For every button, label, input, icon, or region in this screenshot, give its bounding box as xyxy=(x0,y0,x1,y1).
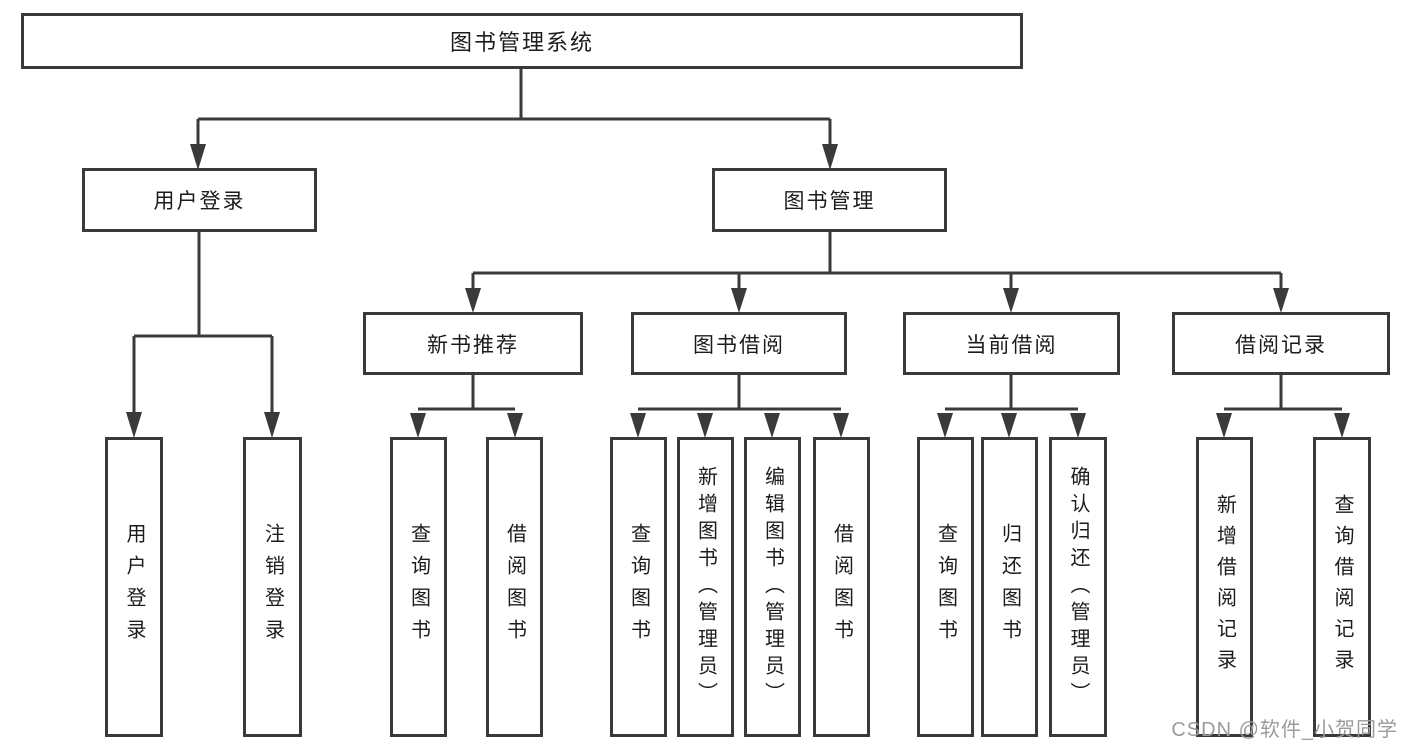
leaf-label: 确认归还（管理员） xyxy=(1067,465,1089,709)
leaf-add-book-admin: 新增图书（管理员） xyxy=(677,437,734,737)
leaf-edit-book-admin: 编辑图书（管理员） xyxy=(744,437,801,737)
leaf-logout: 注销登录 xyxy=(243,437,302,737)
leaf-return-book: 归还图书 xyxy=(981,437,1038,737)
leaf-add-borrow-record: 新增借阅记录 xyxy=(1196,437,1253,737)
leaf-label: 注销登录 xyxy=(261,523,284,651)
leaf-label: 查询图书 xyxy=(407,523,430,651)
leaf-query-books-current: 查询图书 xyxy=(917,437,974,737)
leaf-label: 查询图书 xyxy=(934,523,957,651)
leaf-user-login: 用户登录 xyxy=(105,437,163,737)
leaf-query-borrow-record: 查询借阅记录 xyxy=(1313,437,1371,737)
node-borrow-records: 借阅记录 xyxy=(1172,312,1390,375)
leaf-label: 归还图书 xyxy=(998,523,1021,651)
node-user-login: 用户登录 xyxy=(82,168,317,232)
leaf-label: 编辑图书（管理员） xyxy=(761,465,784,709)
leaf-label: 借阅图书 xyxy=(503,523,526,651)
node-book-borrow: 图书借阅 xyxy=(631,312,847,375)
leaf-borrow-books: 借阅图书 xyxy=(813,437,870,737)
leaf-label: 新增图书（管理员） xyxy=(694,465,717,709)
leaf-query-books-recommend: 查询图书 xyxy=(390,437,447,737)
leaf-label: 查询图书 xyxy=(627,523,650,651)
leaf-query-books-borrow: 查询图书 xyxy=(610,437,667,737)
leaf-borrow-books-recommend: 借阅图书 xyxy=(486,437,543,737)
csdn-watermark: CSDN @软件_小贺同学 xyxy=(1171,719,1398,741)
node-current-borrow: 当前借阅 xyxy=(903,312,1120,375)
leaf-label: 借阅图书 xyxy=(830,523,853,651)
node-book-management: 图书管理 xyxy=(712,168,947,232)
leaf-label: 查询借阅记录 xyxy=(1331,494,1353,680)
leaf-label: 新增借阅记录 xyxy=(1213,494,1236,680)
node-book-management-system: 图书管理系统 xyxy=(21,13,1023,69)
leaf-confirm-return-admin: 确认归还（管理员） xyxy=(1049,437,1107,737)
node-new-book-recommend: 新书推荐 xyxy=(363,312,583,375)
leaf-label: 用户登录 xyxy=(123,523,145,651)
